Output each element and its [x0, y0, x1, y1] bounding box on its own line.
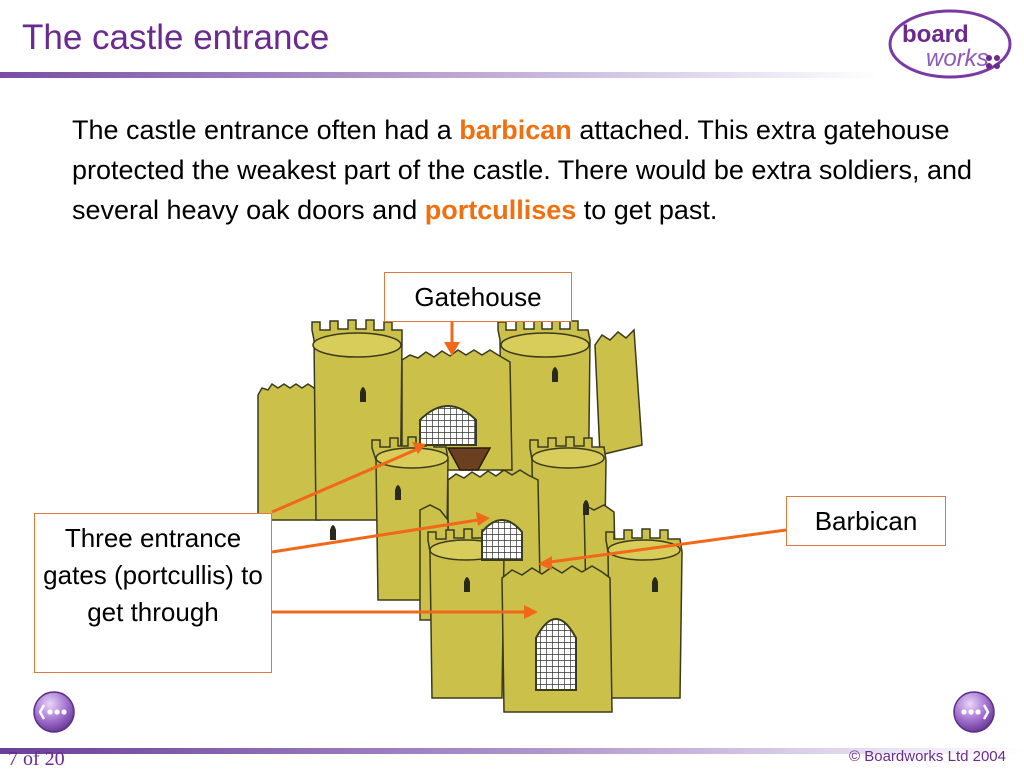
- svg-text:works: works: [926, 45, 989, 72]
- slide-number: 7 of 20: [8, 748, 65, 770]
- previous-slide-button[interactable]: [32, 690, 76, 734]
- next-slide-button[interactable]: [952, 690, 996, 734]
- barbican-label: Barbican: [786, 496, 946, 546]
- slide-title: The castle entrance: [22, 18, 330, 57]
- entrance-gates-label: Three entrance gates (portcullis) to get…: [34, 513, 272, 673]
- gatehouse-label: Gatehouse: [384, 272, 572, 322]
- portcullises-term: portcullises: [424, 195, 577, 225]
- intro-paragraph: The castle entrance often had a barbican…: [72, 115, 973, 225]
- footer-divider: [0, 748, 1024, 754]
- svg-text:board: board: [902, 21, 969, 48]
- barbican-term: barbican: [459, 115, 572, 145]
- header-divider: [0, 72, 880, 78]
- copyright-notice: © Boardworks Ltd 2004: [849, 748, 1006, 765]
- chevron-left-icon: [38, 704, 67, 720]
- boardworks-logo: board works: [888, 9, 1012, 79]
- chevron-right-icon: [961, 704, 990, 720]
